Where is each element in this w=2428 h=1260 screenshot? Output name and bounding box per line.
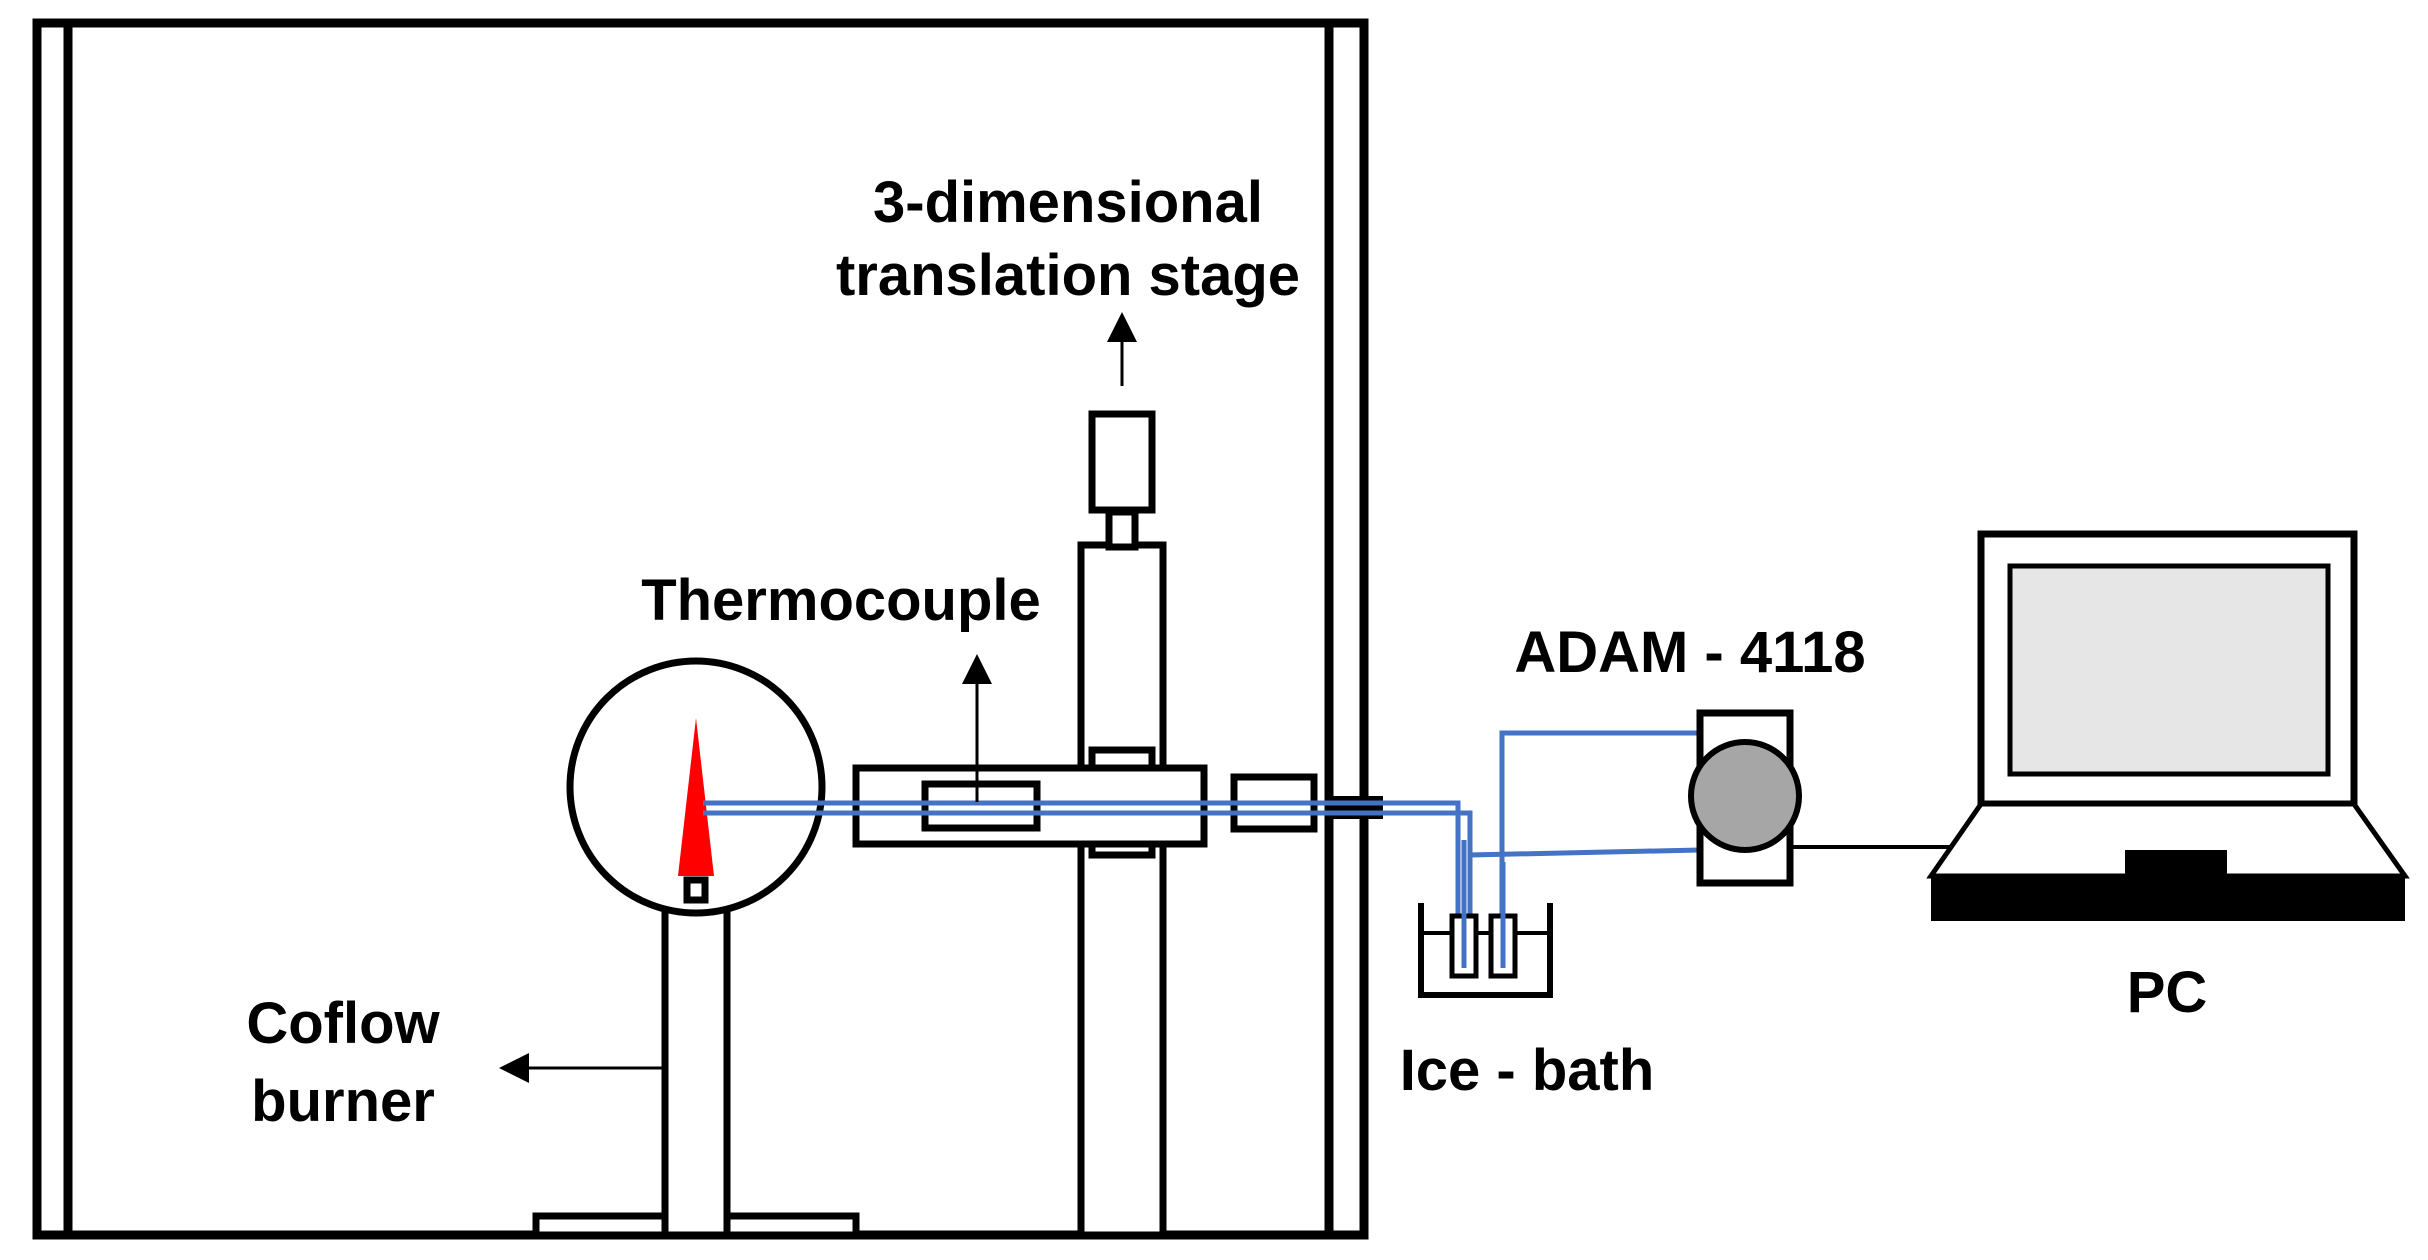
pc-label: PC [2127,960,2208,1025]
adam-module [1688,709,1950,887]
stage-label-line2: translation stage [836,243,1300,308]
coflow-burner [532,657,860,1239]
ice-bath [1418,840,1553,998]
arrows [499,312,1137,1083]
burner-label-line2: burner [251,1069,435,1134]
burner-label-line1: Coflow [246,991,440,1056]
ice-bath-label: Ice - bath [1400,1038,1655,1103]
thermocouple-label: Thermocouple [641,568,1041,633]
stage-label-line1: 3-dimensional [873,170,1263,235]
module-disc [1688,739,1802,853]
adam-label: ADAM - 4118 [1514,620,1865,685]
pc-laptop [1926,530,2410,921]
flame [678,718,714,876]
thermocouple-holder [852,764,1383,848]
